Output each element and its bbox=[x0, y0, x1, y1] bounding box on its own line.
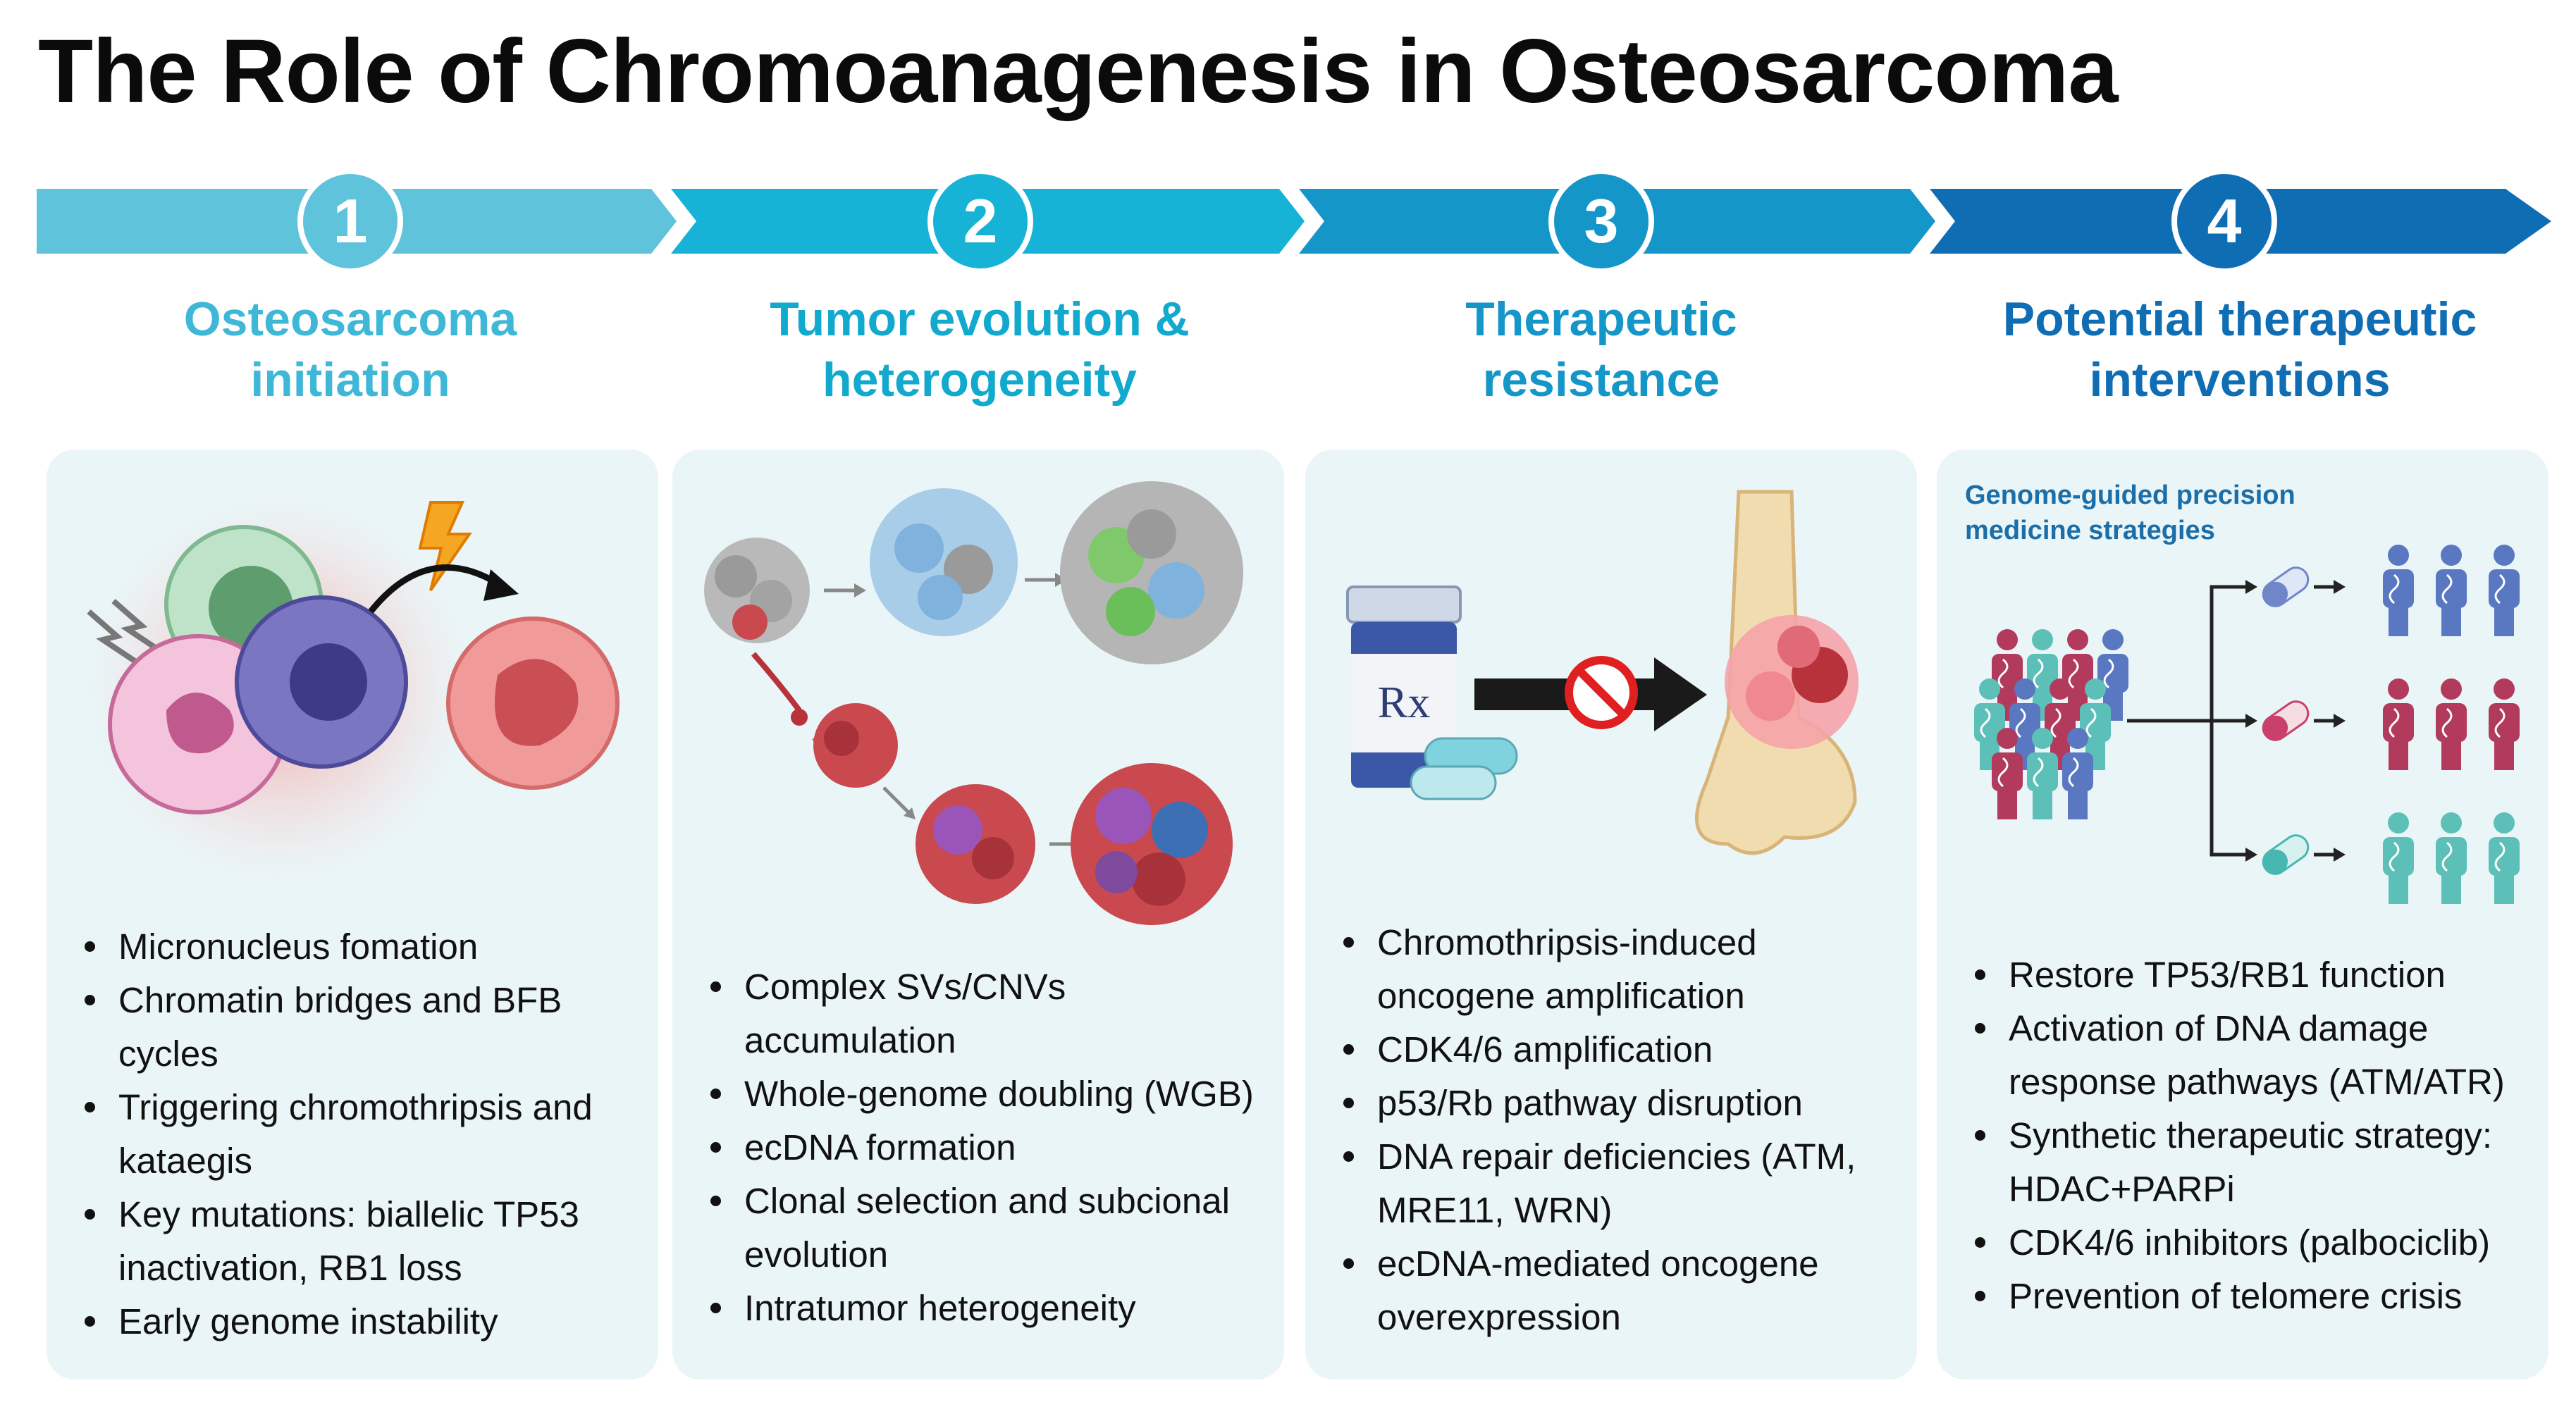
bullet-item: Whole-genome doubling (WGB) bbox=[710, 1067, 1256, 1121]
small-lightning-icon bbox=[87, 598, 161, 664]
arrow bbox=[882, 786, 916, 819]
patient-icon bbox=[2489, 678, 2520, 770]
bullet-item: CDK4/6 inhibitors (palbociclib) bbox=[1975, 1216, 2520, 1270]
patient-icon bbox=[2383, 545, 2414, 636]
step-heading-1: Osteosarcoma initiation bbox=[183, 292, 517, 407]
panel-evolution: Complex SVs/CNVs accumulation Whole-geno… bbox=[672, 450, 1284, 1380]
bullet-item: Prevention of telomere crisis bbox=[1975, 1270, 2520, 1323]
patient-icon bbox=[2436, 678, 2467, 770]
patient-icon bbox=[2080, 678, 2111, 770]
bullet-item: Chromatin bridges and BFB cycles bbox=[85, 974, 630, 1081]
blue-cell-cluster bbox=[870, 488, 1018, 636]
step-number-3: 3 bbox=[1548, 168, 1654, 274]
branch-arrows bbox=[2127, 580, 2346, 862]
patient-group bbox=[1974, 545, 2520, 904]
patient-icon bbox=[2383, 678, 2414, 770]
no-entry-icon bbox=[1565, 656, 1638, 729]
bullet-item: Key mutations: biallelic TP53 inactivati… bbox=[85, 1188, 630, 1295]
page-title: The Role of Chromoanagenesis in Osteosar… bbox=[38, 21, 2118, 122]
initiation-bullet-list: Micronucleus fomation Chromatin bridges … bbox=[47, 920, 658, 1349]
purple-spiky-cell bbox=[235, 595, 408, 769]
bone-with-tumor bbox=[1695, 490, 1859, 855]
patient-icon bbox=[2489, 812, 2520, 904]
heterogeneous-cluster bbox=[1071, 763, 1233, 925]
bullet-item: Early genome instability bbox=[85, 1295, 630, 1349]
resistance-bullet-list: Chromothripsis-induced oncogene amplific… bbox=[1305, 916, 1917, 1344]
bullet-item: DNA repair deficiencies (ATM, MRE11, WRN… bbox=[1343, 1130, 1889, 1237]
lightning-icon bbox=[418, 501, 472, 592]
bullet-item: ecDNA-mediated oncogene overexpression bbox=[1343, 1237, 1889, 1344]
bullet-item: Chromothripsis-induced oncogene amplific… bbox=[1343, 916, 1889, 1023]
red-cell-cluster bbox=[813, 703, 898, 788]
bullet-item: Intratumor heterogeneity bbox=[710, 1282, 1256, 1335]
transformation-arrow bbox=[368, 564, 519, 614]
bullet-item: Clonal selection and subcional evolution bbox=[710, 1174, 1256, 1282]
patient-icon bbox=[1992, 728, 2023, 819]
patient-icon bbox=[2489, 545, 2520, 636]
bullet-item: Restore TP53/RB1 function bbox=[1975, 948, 2520, 1002]
step-number-2: 2 bbox=[928, 168, 1033, 274]
purple-red-cluster bbox=[916, 784, 1035, 904]
evolution-bullet-list: Complex SVs/CNVs accumulation Whole-geno… bbox=[672, 960, 1284, 1335]
arrow bbox=[824, 583, 866, 597]
step-heading-3: Therapeutic resistance bbox=[1465, 292, 1737, 407]
bullet-item: ecDNA formation bbox=[710, 1121, 1256, 1174]
mixed-cell-cluster bbox=[1060, 481, 1243, 664]
rx-label: Rx bbox=[1378, 677, 1431, 727]
tumor-cell bbox=[446, 616, 620, 790]
panel-interventions: Genome-guided precision medicine strateg… bbox=[1937, 450, 2549, 1380]
pill-capsule-red bbox=[2262, 700, 2310, 741]
bullet-item: Triggering chromothripsis and kataegis bbox=[85, 1081, 630, 1188]
patient-icon bbox=[2436, 545, 2467, 636]
step-heading-4: Potential therapeutic interventions bbox=[2002, 292, 2477, 407]
rx-pill-bottle: Rx bbox=[1346, 585, 1462, 788]
initiation-illustration bbox=[87, 499, 620, 879]
bullet-item: Activation of DNA damage response pathwa… bbox=[1975, 1002, 2520, 1109]
step-number-4: 4 bbox=[2171, 168, 2277, 274]
step-heading-2: Tumor evolution & heterogeneity bbox=[770, 292, 1190, 407]
patient-icon bbox=[2062, 728, 2093, 819]
pill-capsule-teal bbox=[2262, 834, 2310, 875]
patient-icon bbox=[2027, 728, 2058, 819]
capsules bbox=[1410, 737, 1518, 800]
step-number-1: 1 bbox=[297, 168, 403, 274]
resistance-illustration: Rx bbox=[1346, 490, 1859, 855]
bullet-item: Synthetic therapeutic strategy: HDAC+PAR… bbox=[1975, 1109, 2520, 1216]
patient-icon bbox=[2383, 812, 2414, 904]
pill-capsule-blue bbox=[2262, 566, 2310, 607]
interventions-bullet-list: Restore TP53/RB1 function Activation of … bbox=[1937, 948, 2549, 1323]
patient-icon bbox=[2436, 812, 2467, 904]
bullet-item: CDK4/6 amplification bbox=[1343, 1023, 1889, 1077]
panel-resistance: Rx Chromothripsis-induced oncogene ampli… bbox=[1305, 450, 1917, 1380]
strategy-label: Genome-guided precision medicine strateg… bbox=[1965, 481, 2295, 545]
evolution-illustration bbox=[704, 481, 1243, 925]
panel-initiation: Micronucleus fomation Chromatin bridges … bbox=[47, 450, 658, 1380]
bullet-item: Complex SVs/CNVs accumulation bbox=[710, 960, 1256, 1067]
grey-cell-cluster bbox=[704, 538, 810, 643]
bullet-item: p53/Rb pathway disruption bbox=[1343, 1077, 1889, 1130]
bullet-item: Micronucleus fomation bbox=[85, 920, 630, 974]
interventions-illustration bbox=[1974, 545, 2520, 904]
